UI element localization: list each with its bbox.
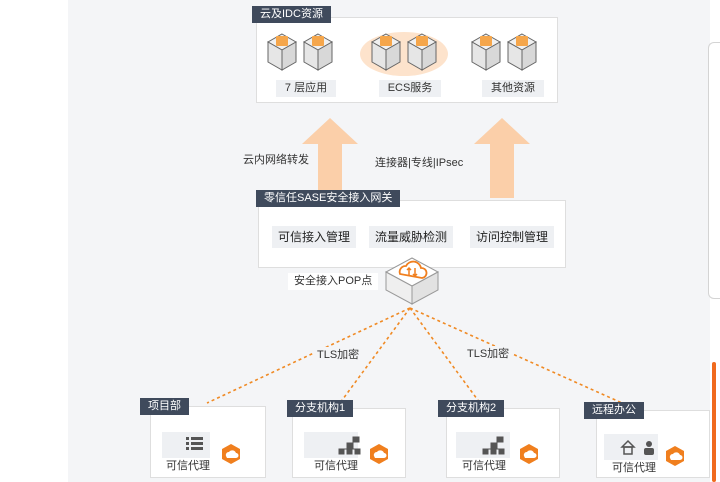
agent-shield-icon xyxy=(370,444,388,464)
uplink-arrow-left xyxy=(302,118,358,198)
gateway-function-acl: 访问控制管理 xyxy=(470,226,555,248)
server-stack-icon xyxy=(360,32,448,76)
branch-title-branch2: 分支机构2 xyxy=(438,400,505,417)
tls-line-remote xyxy=(409,307,623,404)
agent-label-project: 可信代理 xyxy=(160,458,216,475)
side-accent-bar xyxy=(712,362,716,482)
gateway-function-access: 可信接入管理 xyxy=(272,226,357,248)
list-icon xyxy=(186,437,203,450)
network-icon xyxy=(482,436,505,455)
cloud-upload-download-icon xyxy=(384,257,440,305)
side-panel-edge xyxy=(708,42,720,299)
resource-label-7layer: 7 层应用 xyxy=(276,80,336,97)
pop-label: 安全接入POP点 xyxy=(288,273,379,290)
link-label-connector: 连接器|专线|IPsec xyxy=(372,155,467,171)
tls-line-branch1 xyxy=(339,307,411,404)
agent-label-remote: 可信代理 xyxy=(606,460,662,477)
tls-line-branch2 xyxy=(409,307,481,404)
agent-shield-icon xyxy=(666,446,684,466)
tls-label-right: TLS加密 xyxy=(464,346,513,362)
agent-shield-icon xyxy=(520,444,538,464)
uplink-arrow-right xyxy=(474,118,530,198)
cloud-idc-title: 云及IDC资源 xyxy=(252,6,331,23)
link-label-intra-cloud: 云内网络转发 xyxy=(240,152,312,168)
tls-label-left: TLS加密 xyxy=(314,347,363,363)
branch-title-branch1: 分支机构1 xyxy=(287,400,354,417)
agent-label-branch1: 可信代理 xyxy=(308,458,364,475)
server-stack-icon xyxy=(266,33,334,71)
gateway-title: 零信任SASE安全接入网关 xyxy=(256,190,401,207)
resource-label-other: 其他资源 xyxy=(482,80,544,97)
home-user-icon xyxy=(620,439,654,455)
server-stack-icon xyxy=(470,33,538,71)
network-icon xyxy=(338,436,361,455)
resource-label-ecs: ECS服务 xyxy=(379,80,441,97)
agent-shield-icon xyxy=(222,444,240,464)
agent-label-branch2: 可信代理 xyxy=(456,458,512,475)
branch-title-remote: 远程办公 xyxy=(584,402,644,419)
branch-title-project: 项目部 xyxy=(140,398,189,415)
tls-line-project xyxy=(206,307,411,404)
gateway-function-threat: 流量威胁检测 xyxy=(369,226,454,248)
